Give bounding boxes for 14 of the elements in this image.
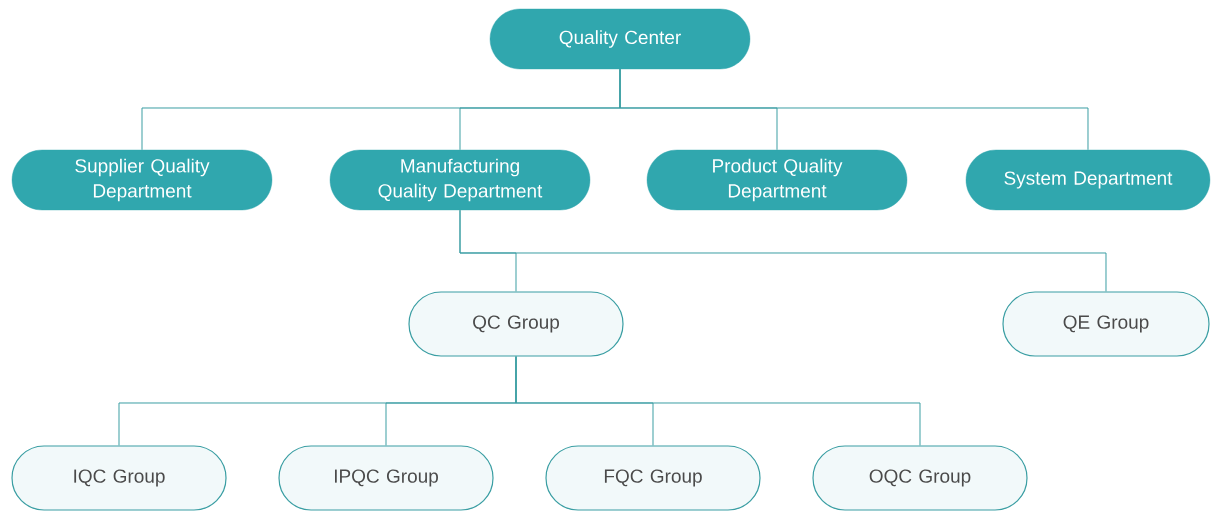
group-box: QE Group xyxy=(1002,291,1210,357)
group-box: IQC Group xyxy=(11,445,227,511)
department-box: Supplier Quality Department xyxy=(11,149,273,211)
connector-line xyxy=(515,356,921,446)
department-box: Manufacturing Quality Department xyxy=(329,149,591,211)
group-box: OQC Group xyxy=(812,445,1028,511)
group-box: QC Group xyxy=(408,291,624,357)
department-box: Quality Center xyxy=(489,8,751,70)
group-box: IPQC Group xyxy=(278,445,494,511)
department-box: Product Quality Department xyxy=(646,149,908,211)
department-box: System Department xyxy=(965,149,1211,211)
connector-line xyxy=(459,209,1107,292)
group-box: FQC Group xyxy=(545,445,761,511)
connector-line xyxy=(619,68,1089,151)
